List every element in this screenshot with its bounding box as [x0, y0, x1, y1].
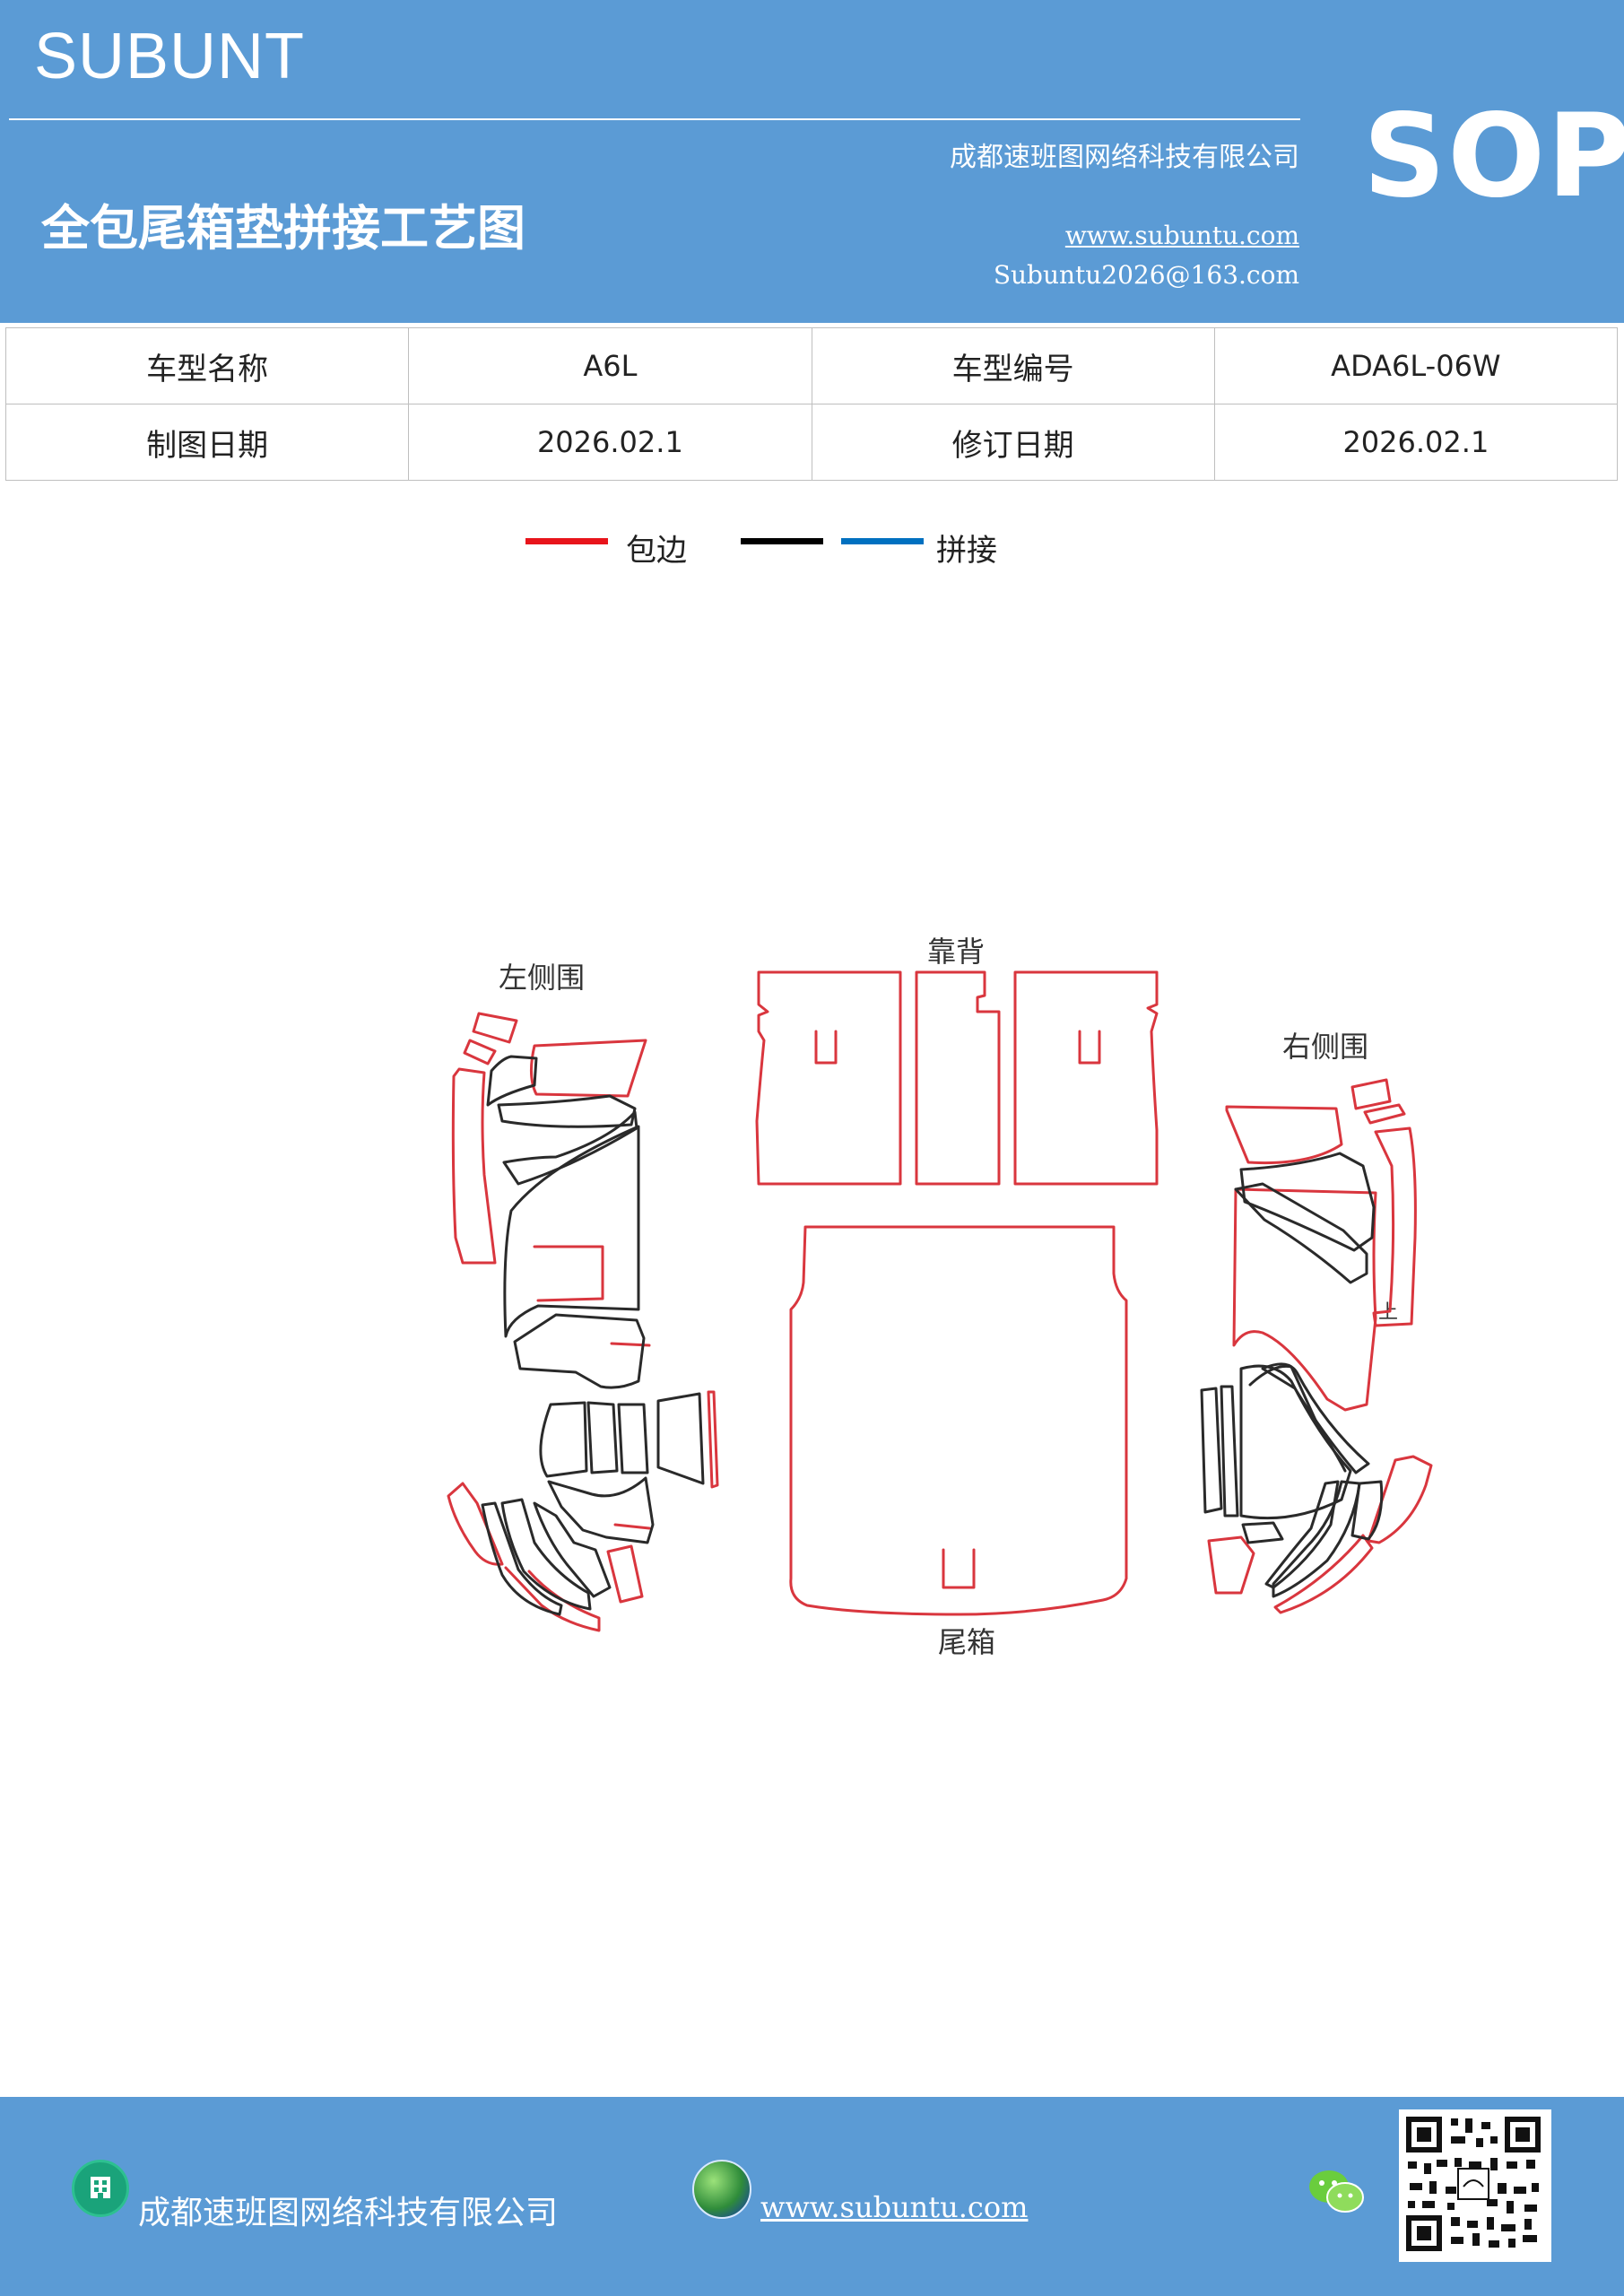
- label-right-side: 右侧围: [1282, 1030, 1368, 1064]
- legend-line-black: [741, 538, 823, 544]
- legend-line-seam: [841, 538, 924, 544]
- sop-mark: SOP: [1363, 90, 1624, 223]
- email-address[interactable]: Subuntu2026@163.com: [993, 260, 1299, 290]
- label-trunk: 尾箱: [938, 1625, 995, 1659]
- label-backrest: 靠背: [927, 935, 985, 969]
- brand-name: SUBUNT: [34, 21, 306, 92]
- label-left-side: 左侧围: [499, 961, 585, 995]
- website-link[interactable]: www.subuntu.com: [1064, 221, 1299, 250]
- model-name-value: A6L: [408, 327, 812, 404]
- revise-date-label: 修订日期: [811, 404, 1215, 481]
- footer-company-name: 成都速班图网络科技有限公司: [138, 2195, 559, 2231]
- wechat-icon: [1309, 2170, 1364, 2213]
- header-divider: [9, 118, 1300, 120]
- draw-date-label: 制图日期: [4, 404, 410, 481]
- footer-website-link[interactable]: www.subuntu.com: [760, 2190, 1029, 2224]
- model-code-value: ADA6L-06W: [1213, 327, 1619, 404]
- revise-date-value: 2026.02.1: [1213, 404, 1619, 481]
- footer-banner: 成都速班图网络科技有限公司 www.subuntu.com: [0, 2097, 1624, 2296]
- document-title: 全包尾箱垫拼接工艺图: [41, 199, 525, 257]
- backrest-right-piece: [1013, 970, 1159, 1186]
- legend: 包边 拼接: [0, 520, 1624, 574]
- draw-date-value: 2026.02.1: [408, 404, 812, 481]
- legend-line-edge: [525, 538, 608, 544]
- legend-label-edge: 包边: [626, 533, 687, 569]
- model-code-label: 车型编号: [811, 327, 1215, 404]
- building-icon: [72, 2160, 129, 2217]
- left-side-panels: [447, 1012, 719, 1632]
- legend-label-seam: 拼接: [936, 533, 997, 569]
- info-table: 车型名称 A6L 车型编号 ADA6L-06W 制图日期 2026.02.1 修…: [4, 327, 1619, 481]
- table-row: 车型名称 A6L 车型编号 ADA6L-06W: [4, 327, 1619, 404]
- trunk-main-piece: [789, 1225, 1128, 1616]
- table-row: 制图日期 2026.02.1 修订日期 2026.02.1: [4, 404, 1619, 481]
- company-name: 成都速班图网络科技有限公司: [950, 142, 1299, 173]
- header-banner: SUBUNT 全包尾箱垫拼接工艺图 成都速班图网络科技有限公司 www.subu…: [0, 0, 1624, 323]
- model-name-label: 车型名称: [4, 327, 410, 404]
- right-side-panels: [1200, 1078, 1433, 1614]
- backrest-left-piece: [755, 970, 902, 1186]
- backrest-middle-piece: [915, 970, 1001, 1186]
- qr-code: [1399, 2109, 1551, 2262]
- globe-icon: [692, 2160, 751, 2219]
